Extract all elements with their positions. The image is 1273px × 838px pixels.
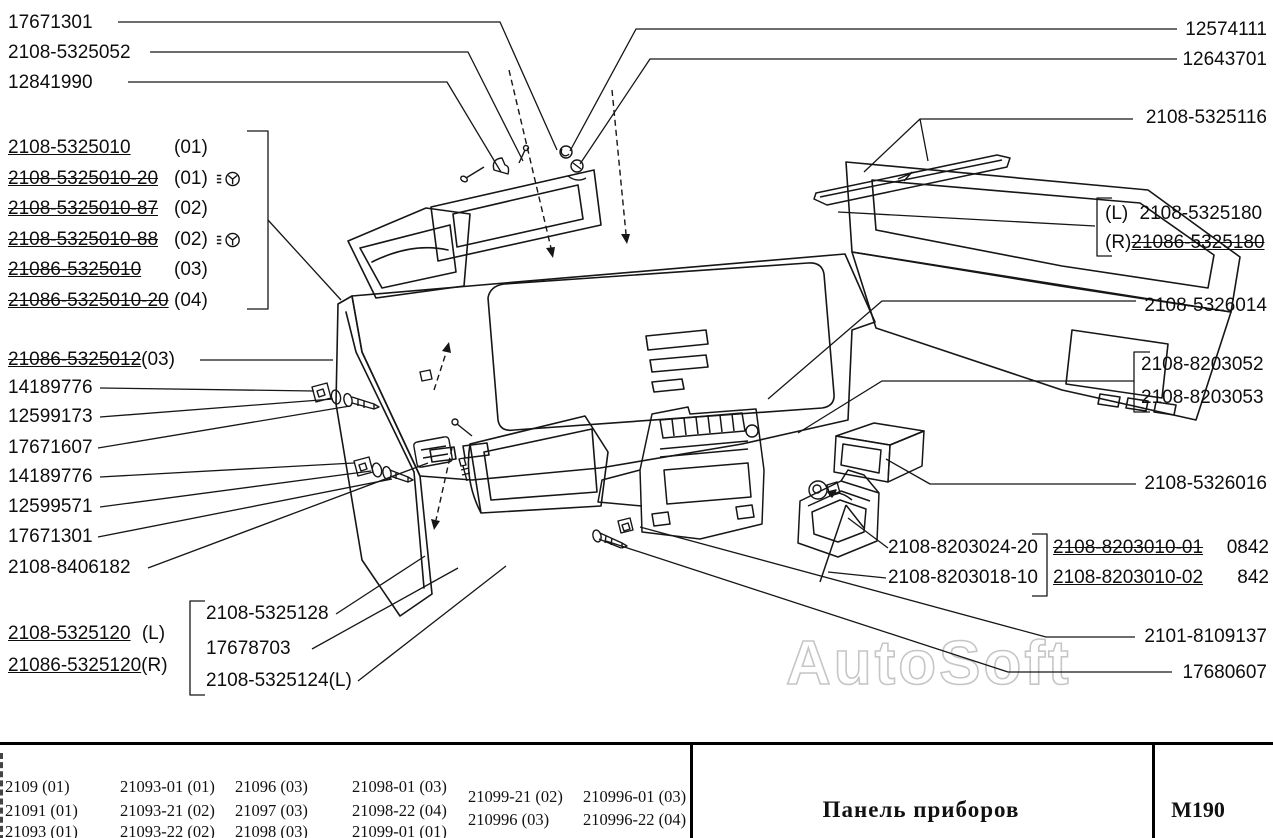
section-title: Панель приборов: [822, 797, 1020, 822]
model-cell: 21093 (01): [5, 822, 78, 838]
steering-wheel-icon: [216, 171, 240, 187]
arrowheads: [431, 234, 630, 530]
model-cell: 21093-22 (02): [120, 822, 215, 838]
part-number-label: 12841990: [8, 72, 93, 93]
variant-list-item: 21086-5325010 (03): [8, 259, 208, 281]
model-cell: 21099-21 (02): [468, 787, 563, 806]
part-number-label: 2108-5326016: [1144, 473, 1267, 494]
table-divider: [1152, 745, 1155, 838]
variant-code: (04): [174, 290, 208, 311]
heater-console: [597, 406, 765, 540]
date-code: 842: [1237, 567, 1269, 588]
part-number: 2108-5325010-20: [8, 168, 159, 189]
part-number-label: 2108-5326014: [1144, 295, 1267, 316]
model-cell: 21096 (03): [235, 777, 308, 796]
model-cell: 21098-01 (03): [352, 777, 447, 796]
page-code: М190: [1171, 797, 1225, 822]
leader-lines: [97, 21, 1177, 696]
part-number-label: 2108-8203024-20: [887, 537, 1038, 558]
date-code: 0842: [1226, 537, 1269, 558]
part-number: 21086-5325120: [8, 655, 142, 676]
part-number-label: 14189776: [8, 377, 93, 398]
part-number: 21086-5325180: [1131, 232, 1265, 253]
variant-code: (03): [174, 259, 208, 280]
part-number-label: 2108-5325116: [1145, 107, 1267, 128]
part-number-label: 17671301: [8, 12, 93, 33]
part-number-label: 12599173: [8, 406, 93, 427]
variant-code: (03): [141, 349, 175, 370]
part-number-label: 17671301: [8, 526, 93, 547]
part-number: 2108-8203010-02: [1053, 567, 1204, 588]
variant-code: (02): [174, 198, 208, 219]
ashtray: [797, 469, 880, 583]
part-number-label: 2108-5325120 (L): [8, 623, 165, 645]
part-number: 2108-5325010: [8, 137, 131, 158]
variant-list-item: 2108-5325010-20 (01): [8, 168, 244, 190]
cluster-bezel: [467, 415, 609, 514]
part-number-label: 17671607: [8, 437, 93, 458]
part-number-label: 2108-8203010-01 0842: [1053, 537, 1269, 559]
model-cell: 210996-01 (03): [583, 787, 687, 806]
fasteners: [311, 144, 634, 549]
variant-code: (02): [174, 229, 208, 250]
side-code: (R): [1105, 232, 1132, 253]
part-number: 2108-8203010-01: [1053, 537, 1204, 558]
part-number-label: 2108-8203053: [1141, 387, 1264, 408]
model-cell: 210996 (03): [468, 810, 550, 829]
variant-list-item: 21086-5325010-20 (04): [8, 290, 208, 312]
part-number-label: 2108-8203018-10: [887, 567, 1038, 588]
assembly-arrows: [433, 69, 627, 521]
table-divider: [690, 745, 693, 838]
part-number-label: 2108-5325052: [8, 42, 131, 63]
part-number-label: 2108-5325124(L): [206, 670, 352, 691]
part-number-label: 12643701: [1182, 49, 1267, 70]
part-number: 2108-5325120: [8, 623, 131, 644]
part-number: 2108-5325180: [1139, 203, 1263, 224]
part-number-label: 21086-5325012(03): [8, 349, 175, 371]
table-left-edge: [0, 753, 3, 838]
part-number-label: 2108-5325128: [206, 603, 329, 624]
model-cell: 2109 (01): [5, 777, 70, 796]
part-number-label: 2108-8406182: [8, 557, 131, 578]
part-number-label: 14189776: [8, 466, 93, 487]
part-number-label: 2101-8109137: [1144, 626, 1267, 647]
model-cell: 21099-01 (01): [352, 822, 447, 838]
part-number: 2108-5325010-88: [8, 229, 159, 250]
part-number-label: 2108-8203052: [1141, 354, 1264, 375]
part-number-label: 2108-8203010-02 842: [1053, 567, 1269, 589]
side-code: (L): [141, 623, 166, 644]
part-number: 21086-5325012: [8, 349, 142, 370]
part-number-label: 17678703: [206, 638, 291, 659]
variant-list-item: 2108-5325010 (01): [8, 137, 208, 159]
side-code: (R): [141, 655, 168, 676]
part-number: 21086-5325010: [8, 259, 142, 280]
model-cell: 21091 (01): [5, 801, 78, 820]
part-number: 2108-5325010-87: [8, 198, 159, 219]
part-number-label: 21086-5325120(R): [8, 655, 168, 677]
exploded-view-drawing: [97, 21, 1241, 696]
trim-strip: [813, 154, 1011, 206]
variant-list-item: 2108-5325010-88 (02): [8, 229, 244, 251]
part-number-label: (L) 2108-5325180: [1105, 203, 1262, 225]
variant-list-item: 2108-5325010-87 (02): [8, 198, 208, 220]
variant-code: (01): [174, 168, 208, 189]
side-code: (L): [1105, 203, 1129, 224]
steering-wheel-icon: [216, 232, 240, 248]
dashboard-panel: [335, 161, 1241, 617]
model-cell: 21098-22 (04): [352, 801, 447, 820]
applicability-table: 2109 (01) 21091 (01) 21093 (01) 21093-01…: [0, 742, 1273, 838]
part-number-label: 12599571: [8, 496, 93, 517]
part-number-label: 12574111: [1185, 19, 1267, 40]
variant-code: (01): [174, 137, 208, 158]
glovebox-insert: [833, 422, 925, 483]
watermark: AutoSoft: [785, 628, 1072, 699]
part-number-label: 17680607: [1182, 662, 1267, 683]
model-cell: 21097 (03): [235, 801, 308, 820]
model-cell: 21098 (03): [235, 822, 308, 838]
model-cell: 21093-21 (02): [120, 801, 215, 820]
model-cell: 21093-01 (01): [120, 777, 215, 796]
part-number-label: (R)21086-5325180: [1105, 232, 1265, 254]
model-cell: 210996-22 (04): [583, 810, 687, 829]
part-number: 21086-5325010-20: [8, 290, 169, 311]
